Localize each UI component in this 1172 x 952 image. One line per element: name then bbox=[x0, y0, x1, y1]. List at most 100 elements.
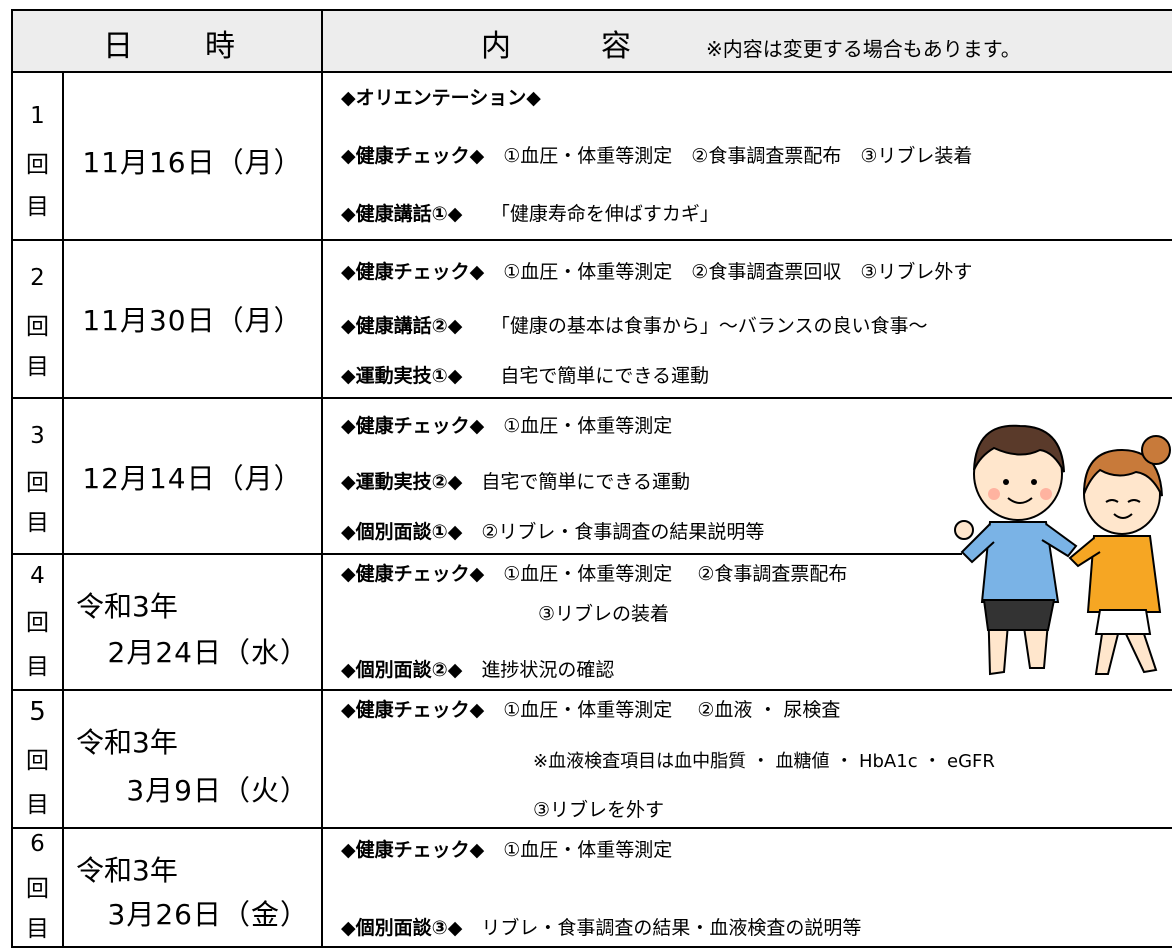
session-unit-me: 目 bbox=[26, 194, 49, 220]
session-unit-kai: 回 bbox=[26, 748, 49, 774]
session-date: 11月16日（月） bbox=[82, 146, 303, 179]
content-line: ◆健康チェック◆ ①血圧・体重等測定 ②食事調査票回収 ③リブレ外す bbox=[341, 257, 1172, 284]
content-detail: 進捗状況の確認 bbox=[481, 659, 615, 681]
header-date-char-2: 時 bbox=[205, 29, 235, 64]
session-number: 5 bbox=[29, 697, 46, 727]
content-line: ◆健康チェック◆ ①血圧・体重等測定 ②食事調査票配布 ③リブレ装着 bbox=[341, 141, 1172, 168]
content-heading: ◆個別面談③◆ bbox=[341, 917, 463, 939]
content-detail: ③リブレの装着 bbox=[538, 603, 670, 625]
schedule-table: 日 時 内 容 ※内容は変更する場合もあります。 1 回 目 11月16日（月）… bbox=[11, 9, 1172, 948]
header-content-column: 内 容 ※内容は変更する場合もあります。 bbox=[323, 9, 1172, 73]
content-detail: 「健康の基本は食事から」〜バランスの良い食事〜 bbox=[500, 315, 928, 337]
content-line: ◆個別面談②◆ 進捗状況の確認 bbox=[341, 655, 1172, 682]
content-detail: ①血圧・体重等測定 ②食事調査票配布 ③リブレ装着 bbox=[503, 145, 973, 167]
session-date: 11月30日（月） bbox=[82, 304, 303, 337]
session-date: 3月26日（金） bbox=[107, 898, 309, 931]
content-heading: ◆個別面談②◆ bbox=[341, 659, 463, 681]
session-unit-me: 目 bbox=[26, 792, 49, 818]
content-line: ◆健康講話①◆ 「健康寿命を伸ばすカギ」 bbox=[341, 199, 1172, 226]
session-unit-kai: 回 bbox=[26, 152, 49, 178]
date-cell: 令和3年 3月26日（金） bbox=[64, 829, 323, 946]
content-line: ◆健康チェック◆ ①血圧・体重等測定 ②食事調査票配布 bbox=[341, 559, 1172, 586]
content-line: ◆個別面談①◆ ②リブレ・食事調査の結果説明等 bbox=[341, 517, 1172, 544]
session-number-cell: 5 回 目 bbox=[11, 691, 64, 827]
content-detail: ①血圧・体重等測定 ②食事調査票配布 bbox=[503, 563, 848, 585]
man-figure bbox=[954, 424, 1078, 676]
content-cell: ◆健康チェック◆ ①血圧・体重等測定 ②食事調査票配布 ③リブレの装着 ◆個別面… bbox=[323, 555, 1172, 689]
content-detail: ②リブレ・食事調査の結果説明等 bbox=[481, 521, 765, 543]
header-content-char-2: 容 bbox=[601, 29, 631, 64]
session-number-cell: 1 回 目 bbox=[11, 73, 64, 239]
session-unit-me: 目 bbox=[26, 510, 49, 536]
content-heading: ◆健康講話①◆ bbox=[341, 203, 463, 225]
content-heading: ◆健康講話②◆ bbox=[341, 315, 463, 337]
session-number-cell: 4 回 目 bbox=[11, 555, 64, 689]
session-unit-me: 目 bbox=[26, 354, 49, 380]
content-heading: ◆健康チェック◆ bbox=[341, 563, 485, 585]
session-unit-kai: 回 bbox=[26, 470, 49, 496]
session-number: 4 bbox=[30, 563, 45, 589]
content-detail: 自宅で簡単にできる運動 bbox=[481, 471, 690, 493]
content-cell: ◆健康チェック◆ ①血圧・体重等測定 ◆運動実技②◆ 自宅で簡単にできる運動 ◆… bbox=[323, 399, 1172, 553]
date-cell: 令和3年 2月24日（水） bbox=[64, 555, 323, 689]
session-unit-kai: 回 bbox=[26, 876, 49, 902]
header-content-char-1: 内 bbox=[481, 29, 511, 64]
date-cell: 11月16日（月） bbox=[64, 73, 323, 239]
content-line: ◆健康チェック◆ ①血圧・体重等測定 ②血液 ・ 尿検査 bbox=[341, 695, 1172, 722]
content-line: ◆個別面談③◆ リブレ・食事調査の結果・血液検査の説明等 bbox=[341, 913, 1172, 940]
content-line: ③リブレを外す bbox=[533, 795, 1172, 822]
session-number: 1 bbox=[30, 103, 45, 129]
session-unit-me: 目 bbox=[26, 654, 49, 680]
table-row-5: 5 回 目 令和3年 3月9日（火） ◆健康チェック◆ ①血圧・体重等測定 ②血… bbox=[11, 691, 1172, 829]
date-cell: 12月14日（月） bbox=[64, 399, 323, 553]
content-heading: ◆運動実技①◆ bbox=[341, 365, 463, 387]
content-line: ※血液検査項目は血中脂質 ・ 血糖値 ・ HbA1c ・ eGFR bbox=[533, 747, 1172, 773]
session-year: 令和3年 bbox=[76, 726, 178, 759]
session-date: 3月9日（火） bbox=[126, 774, 309, 807]
content-detail: ③リブレを外す bbox=[533, 799, 665, 821]
content-line: ◆運動実技①◆ 自宅で簡単にできる運動 bbox=[341, 361, 1172, 388]
content-heading: ◆健康チェック◆ bbox=[341, 415, 485, 437]
session-unit-kai: 回 bbox=[26, 314, 49, 340]
content-detail: ①血圧・体重等測定 ②食事調査票回収 ③リブレ外す bbox=[503, 261, 973, 283]
content-line: ◆オリエンテーション◆ bbox=[341, 83, 1172, 110]
date-cell: 11月30日（月） bbox=[64, 241, 323, 397]
session-number: 2 bbox=[30, 265, 45, 291]
content-cell: ◆健康チェック◆ ①血圧・体重等測定 ◆個別面談③◆ リブレ・食事調査の結果・血… bbox=[323, 829, 1172, 946]
session-number-cell: 3 回 目 bbox=[11, 399, 64, 553]
session-number-cell: 6 回 目 bbox=[11, 829, 64, 946]
content-detail: ①血圧・体重等測定 ②血液 ・ 尿検査 bbox=[503, 699, 841, 721]
content-cell: ◆健康チェック◆ ①血圧・体重等測定 ②食事調査票回収 ③リブレ外す ◆健康講話… bbox=[323, 241, 1172, 397]
content-line: ③リブレの装着 bbox=[538, 599, 1172, 626]
session-date: 2月24日（水） bbox=[107, 636, 309, 669]
session-year: 令和3年 bbox=[76, 590, 178, 623]
content-line: ◆健康チェック◆ ①血圧・体重等測定 bbox=[341, 411, 1172, 438]
content-heading: ◆健康チェック◆ bbox=[341, 261, 485, 283]
session-unit-me: 目 bbox=[26, 916, 49, 942]
content-detail: 「健康寿命を伸ばすカギ」 bbox=[500, 203, 719, 225]
content-cell: ◆オリエンテーション◆ ◆健康チェック◆ ①血圧・体重等測定 ②食事調査票配布 … bbox=[323, 73, 1172, 239]
content-cell: ◆健康チェック◆ ①血圧・体重等測定 ②血液 ・ 尿検査 ※血液検査項目は血中脂… bbox=[323, 691, 1172, 827]
content-detail: リブレ・食事調査の結果・血液検査の説明等 bbox=[481, 917, 862, 939]
content-detail: ①血圧・体重等測定 bbox=[503, 839, 673, 861]
walking-couple-illustration bbox=[954, 424, 1172, 680]
header-note: ※内容は変更する場合もあります。 bbox=[706, 37, 1021, 61]
content-heading: ◆オリエンテーション◆ bbox=[341, 87, 541, 109]
table-row-6: 6 回 目 令和3年 3月26日（金） ◆健康チェック◆ ①血圧・体重等測定 ◆… bbox=[11, 829, 1172, 948]
table-row-2: 2 回 目 11月30日（月） ◆健康チェック◆ ①血圧・体重等測定 ②食事調査… bbox=[11, 241, 1172, 399]
content-heading: ◆健康チェック◆ bbox=[341, 839, 485, 861]
table-row-4: 4 回 目 令和3年 2月24日（水） ◆健康チェック◆ ①血圧・体重等測定 ②… bbox=[11, 555, 1172, 691]
date-cell: 令和3年 3月9日（火） bbox=[64, 691, 323, 827]
content-heading: ◆個別面談①◆ bbox=[341, 521, 463, 543]
session-unit-kai: 回 bbox=[26, 610, 49, 636]
session-number: 6 bbox=[30, 831, 45, 857]
content-heading: ◆運動実技②◆ bbox=[341, 471, 463, 493]
session-number: 3 bbox=[30, 423, 45, 449]
session-number-cell: 2 回 目 bbox=[11, 241, 64, 397]
header-date-column: 日 時 bbox=[11, 9, 323, 73]
table-row-3: 3 回 目 12月14日（月） ◆健康チェック◆ ①血圧・体重等測定 ◆運動実技… bbox=[11, 399, 1172, 555]
content-line: ◆運動実技②◆ 自宅で簡単にできる運動 bbox=[341, 467, 1172, 494]
woman-figure bbox=[1068, 435, 1171, 675]
content-heading: ◆健康チェック◆ bbox=[341, 145, 485, 167]
session-date: 12月14日（月） bbox=[82, 462, 303, 495]
